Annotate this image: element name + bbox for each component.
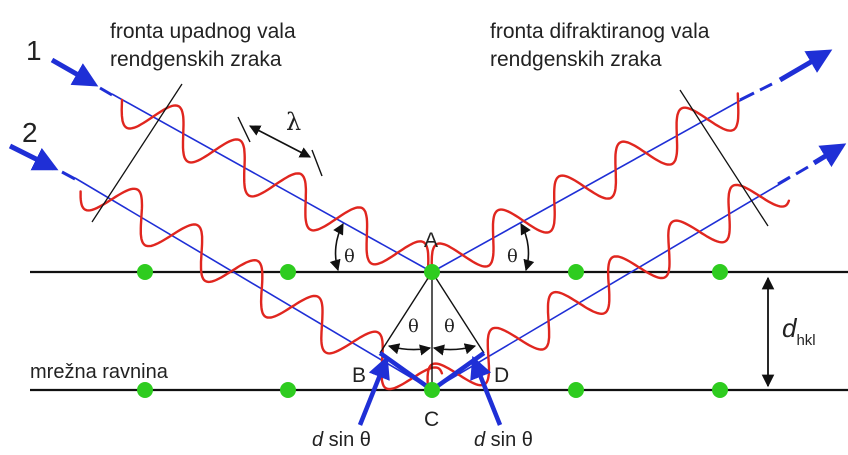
wave-ray2-incident <box>79 187 444 391</box>
theta-lower-left-label: θ <box>408 316 419 337</box>
atoms <box>137 264 728 398</box>
ray2-incoming-arrow <box>8 143 59 171</box>
ray2-outgoing-dash1 <box>777 175 791 186</box>
theta-right-label: θ <box>507 246 518 267</box>
diffracted-wavefront <box>679 89 769 227</box>
wave-group <box>79 92 791 391</box>
ray2-reflected <box>431 177 791 391</box>
atom <box>137 264 153 280</box>
wave-ray2-reflected <box>426 183 791 387</box>
lambda-label: λ <box>286 108 301 136</box>
dhkl-subscript: hkl <box>796 332 815 349</box>
ray2-incoming-dash <box>61 170 76 181</box>
path-diff-right-d: d <box>474 429 486 451</box>
point-a-label: A <box>424 229 438 252</box>
ray1-outgoing-arrow <box>778 49 833 83</box>
path-diff-left-sin: sin θ <box>323 429 371 451</box>
ray1-reflected <box>431 93 753 273</box>
point-b-label: B <box>352 364 366 387</box>
theta-arc-lower-right <box>432 343 477 356</box>
theta-left-label: θ <box>344 246 355 267</box>
diffracted-front-label-2: rendgenskih zraka <box>490 48 662 71</box>
ray2-incident <box>74 177 433 391</box>
theta-lower-right-label: θ <box>444 316 455 337</box>
atom <box>424 382 440 398</box>
point-c-label: C <box>424 408 439 431</box>
path-diff-right: d sin θ <box>474 429 533 451</box>
incident-front-label-2: rendgenskih zraka <box>110 48 282 71</box>
ray1-label: 1 <box>26 35 42 66</box>
lambda-tick-left <box>237 116 251 143</box>
ray2-label: 2 <box>22 117 38 148</box>
pointer-right-dsin <box>470 355 503 426</box>
lambda-tick-right <box>311 149 323 177</box>
atom <box>280 382 296 398</box>
dhkl-label: dhkl <box>782 313 816 349</box>
atom <box>568 382 584 398</box>
path-diff-right-sin: sin θ <box>485 429 533 451</box>
atom <box>424 264 440 280</box>
atom <box>568 264 584 280</box>
atom <box>712 264 728 280</box>
ray1-outgoing-dash2 <box>759 82 773 92</box>
path-diff-left-d: d <box>312 429 324 451</box>
theta-arc-right <box>520 223 535 272</box>
theta-arc-lower-left <box>387 343 432 356</box>
line-a-d <box>431 271 485 354</box>
pointer-left-dsin <box>357 355 390 426</box>
atom <box>280 264 296 280</box>
theta-arc-left <box>329 223 344 272</box>
atom <box>137 382 153 398</box>
line-a-b <box>379 271 433 354</box>
ray2-outgoing-dash2 <box>795 165 809 176</box>
ray1-outgoing-dash1 <box>739 91 755 102</box>
ray1-incoming-dash <box>99 86 113 97</box>
dhkl-symbol: d <box>782 313 798 343</box>
incident-front-label-1: fronta upadnog vala <box>110 20 296 43</box>
wave-ray1-incident <box>120 98 430 280</box>
lambda-arrow <box>249 125 311 158</box>
ray1-incident <box>111 93 433 273</box>
incident-wavefront <box>91 83 183 223</box>
wave-ray1-reflected <box>430 92 740 274</box>
ray-arrows <box>8 49 847 186</box>
diffracted-front-label-1: fronta difraktiranog vala <box>490 20 710 43</box>
plane-label: mrežna ravnina <box>30 361 169 383</box>
ray2-outgoing-arrow <box>812 143 847 168</box>
path-diff-left: d sin θ <box>312 429 371 451</box>
ray1-incoming-arrow <box>50 57 99 87</box>
atom <box>712 382 728 398</box>
point-d-label: D <box>494 364 509 387</box>
